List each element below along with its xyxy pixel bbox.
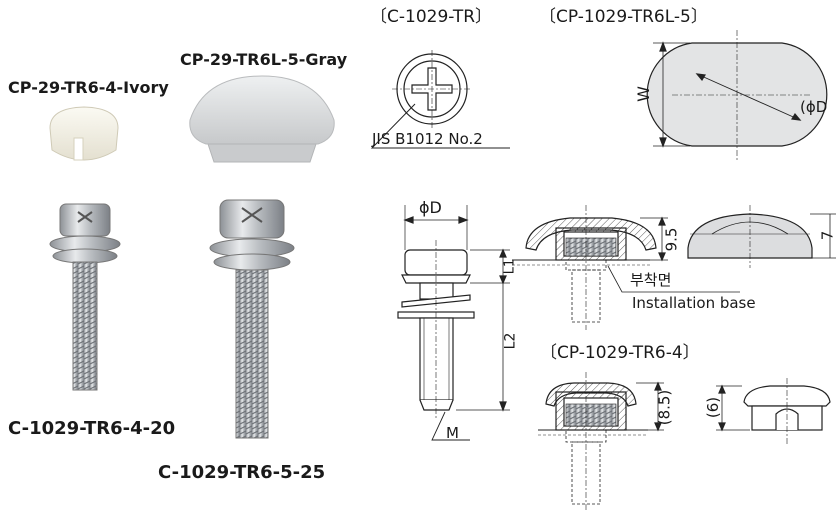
long-screw-label: C-1029-TR6-5-25 (158, 462, 326, 483)
screw-side-view (397, 205, 510, 441)
dim-w-label: W (633, 86, 653, 102)
cap-l-side-view (687, 205, 836, 268)
head-view-title: 〔C-1029-TR〕 (370, 7, 493, 27)
dim-phi-d-label: (ϕD (800, 98, 828, 116)
short-screw-label: C-1029-TR6-4-20 (8, 418, 176, 439)
cap-l-section (512, 205, 740, 330)
cap-l-top-view (646, 30, 828, 160)
cap-l-title: 〔CP-1029-TR6L-5〕 (539, 7, 708, 27)
cap-s-section (538, 372, 664, 510)
head-top-view (370, 50, 510, 149)
cap-s-side-view (716, 378, 831, 446)
short-screw-photo (49, 203, 121, 391)
screw-thread-label: M (446, 424, 459, 442)
screw-diameter-label: ϕD (419, 198, 442, 217)
dim-9-5-label: 9.5 (662, 227, 681, 252)
gray-cap-photo (189, 75, 335, 163)
screw-l2-label: L2 (502, 332, 519, 350)
ivory-cap-photo (49, 106, 119, 161)
cap-large-photo-label: CP-29-TR6L-5-Gray (180, 50, 348, 69)
dim-8-5-label: (8.5) (655, 389, 674, 426)
screw-l1-label: L1 (502, 258, 518, 275)
installation-base-kr: 부착면 (630, 271, 672, 289)
installation-base-en: Installation base (632, 294, 756, 312)
dim-6-label: (6) (704, 396, 723, 419)
cap-small-photo-label: CP-29-TR6-4-Ivory (8, 78, 169, 97)
dim-7-label: 7 (818, 230, 836, 241)
head-standard-label: JIS B1012 No.2 (372, 130, 483, 148)
long-screw-photo (209, 199, 295, 439)
cap-s-title: 〔CP-1029-TR6-4〕 (540, 343, 700, 363)
